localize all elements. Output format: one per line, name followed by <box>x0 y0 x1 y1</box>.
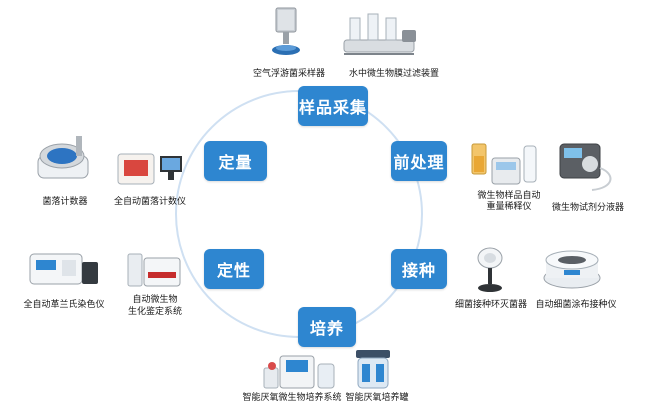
biochem-caption-line2: 生化鉴定系统 <box>127 307 182 317</box>
auto-diluter-image <box>471 143 537 185</box>
biochem-caption-line1: 自动微生物 <box>132 295 178 305</box>
step-qualitative: 定性 <box>204 249 264 289</box>
membrane-filter-image <box>343 13 416 55</box>
colony-counter-caption: 菌落计数器 <box>42 197 88 207</box>
auto-diluter-caption-line1: 微生物样品自动 <box>477 191 541 201</box>
auto-diluter-caption-line2: 重量稀释仪 <box>486 202 532 212</box>
gram-stainer-caption: 全自动革兰氏染色仪 <box>23 300 105 310</box>
auto-colony-counter-caption: 全自动菌落计数仪 <box>113 197 186 207</box>
step-quantitative: 定量 <box>204 141 267 181</box>
loop-sterilizer-image <box>477 247 503 292</box>
step-pretreatment: 前处理 <box>391 141 447 181</box>
step-sampling: 样品采集 <box>298 86 368 126</box>
biochem-identifier-image <box>127 253 181 287</box>
loop-sterilizer-caption: 细菌接种环灭菌器 <box>454 300 527 310</box>
membrane-filter-caption: 水中微生物膜过滤装置 <box>348 69 439 79</box>
step-inoculation: 接种 <box>391 249 447 289</box>
step-culture: 培养 <box>298 307 356 347</box>
air-sampler-caption: 空气浮游菌采样器 <box>252 69 325 79</box>
reagent-dispenser-image <box>559 143 612 191</box>
gram-stainer-image <box>29 253 98 285</box>
spiral-plater-caption: 自动细菌涂布接种仪 <box>535 300 617 310</box>
air-sampler-image <box>272 7 300 55</box>
reagent-dispenser-caption: 微生物试剂分液器 <box>551 203 624 213</box>
anaerobic-system-image <box>263 355 335 389</box>
auto-colony-counter-image <box>117 153 182 185</box>
spiral-plater-image <box>543 250 601 289</box>
anaerobic-jar-image <box>356 350 390 389</box>
anaerobic-jar-caption: 智能厌氧培养罐 <box>345 393 409 403</box>
anaerobic-system-caption: 智能厌氧微生物培养系统 <box>242 393 342 403</box>
colony-counter-image <box>37 136 89 179</box>
